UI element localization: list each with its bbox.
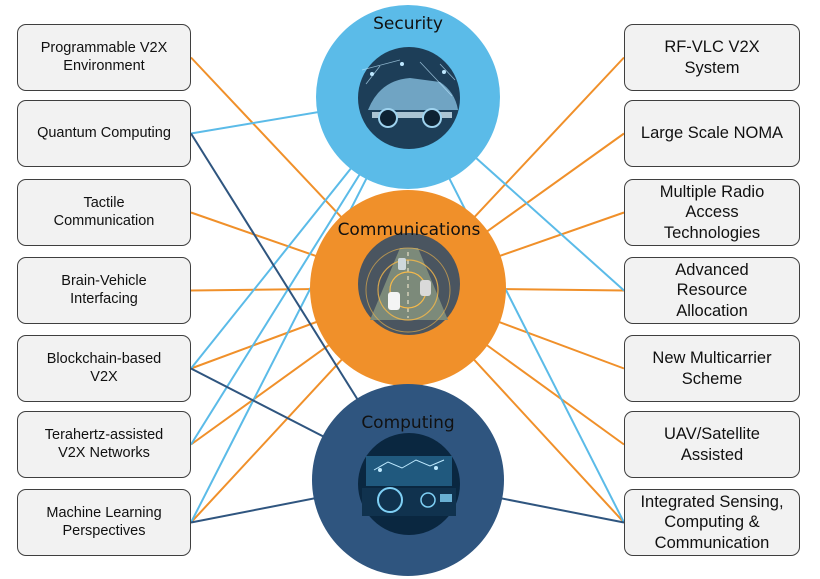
highway-traffic-image	[365, 247, 451, 333]
right-item-label: Advanced Resource Allocation	[675, 261, 749, 320]
left-item-label: Tactile Communication	[53, 194, 155, 229]
left-item-label: Quantum Computing	[37, 124, 171, 141]
right-item-label: Large Scale NOMA	[640, 124, 784, 143]
security-label: Security	[373, 14, 443, 34]
right-item-box: Multiple Radio Access Technologies	[624, 179, 800, 246]
left-item-label: Terahertz-assisted V2X Networks	[44, 426, 164, 461]
right-item-box: Large Scale NOMA	[624, 100, 800, 167]
right-item-label: New Multicarrier Scheme	[652, 349, 772, 388]
right-item-label: UAV/Satellite Assisted	[664, 425, 760, 464]
right-item-label: Integrated Sensing, Computing & Communic…	[640, 493, 784, 552]
right-item-box: New Multicarrier Scheme	[624, 335, 800, 402]
left-item-box: Quantum Computing	[17, 100, 191, 167]
left-item-box: Blockchain-based V2X	[17, 335, 191, 402]
left-item-box: Brain-Vehicle Interfacing	[17, 257, 191, 324]
computing-label: Computing	[361, 413, 455, 433]
left-item-label: Blockchain-based V2X	[46, 350, 162, 385]
computing-hub	[312, 384, 504, 576]
communications-hub	[310, 190, 506, 386]
communications-label: Communications	[337, 220, 481, 240]
car-dashboard-image	[362, 456, 456, 516]
right-item-box: UAV/Satellite Assisted	[624, 411, 800, 478]
right-item-box: Advanced Resource Allocation	[624, 257, 800, 324]
left-item-label: Machine Learning Perspectives	[46, 504, 162, 539]
left-item-label: Programmable V2X Environment	[40, 39, 168, 74]
left-item-box: Terahertz-assisted V2X Networks	[17, 411, 191, 478]
right-item-box: Integrated Sensing, Computing & Communic…	[624, 489, 800, 556]
left-item-label: Brain-Vehicle Interfacing	[61, 272, 147, 307]
security-hub	[316, 5, 500, 189]
right-item-label: RF-VLC V2X System	[664, 38, 760, 77]
left-item-box: Tactile Communication	[17, 179, 191, 246]
right-item-label: Multiple Radio Access Technologies	[659, 183, 765, 242]
right-item-box: RF-VLC V2X System	[624, 24, 800, 91]
left-item-box: Programmable V2X Environment	[17, 24, 191, 91]
left-item-box: Machine Learning Perspectives	[17, 489, 191, 556]
connected-car-image	[361, 59, 458, 128]
